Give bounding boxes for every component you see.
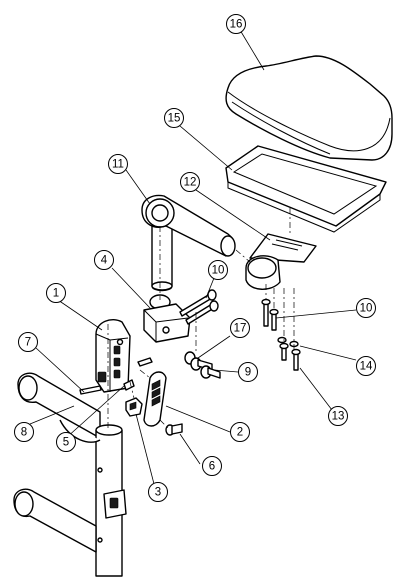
callout-number: 2 [237,427,243,439]
callout-12: 12 [180,172,200,192]
callout-5: 5 [56,432,76,452]
screw [165,423,183,436]
release-lever [143,371,167,427]
callout-15: 15 [164,108,184,128]
callout-14: 14 [356,356,376,376]
callout-number: 16 [230,19,243,31]
callout-circle [14,422,34,442]
callout-number: 9 [245,367,251,379]
callout-number: 15 [168,113,181,125]
callout-circle [202,456,222,476]
callout-circle [94,250,114,270]
callout-number: 3 [155,487,161,499]
callout-7: 7 [18,332,38,352]
bolt-pair-upper [179,289,219,325]
clamp-block [143,294,191,343]
callout-17: 17 [230,318,250,338]
callout-number: 13 [332,411,345,423]
armrest-base-plate [225,145,387,233]
bolt-pair-lower [261,298,279,331]
callout-number: 6 [209,461,215,473]
callout-11: 11 [108,154,128,174]
callout-circle [238,362,258,382]
callout-8: 8 [14,422,34,442]
nut [125,397,143,417]
height-adjust-bracket [245,233,317,290]
callout-circle [108,154,128,174]
callout-10: 10 [208,260,228,280]
callout-circle [356,356,376,376]
callout-circle [164,108,184,128]
callout-circle [230,318,250,338]
callout-number: 8 [21,427,27,439]
wheelchair-frame [13,372,127,577]
callout-1: 1 [46,283,66,303]
callout-number: 4 [101,255,108,267]
callout-number: 11 [112,159,124,171]
callout-3: 3 [148,482,168,502]
callout-4: 4 [94,250,114,270]
callout-number: 10 [212,265,225,277]
upright-tube [141,194,236,292]
callout-circle [230,422,250,442]
callout-number: 1 [53,288,59,300]
assembly-centerlines [107,208,295,430]
callout-number: 7 [25,337,31,349]
callout-13: 13 [328,406,348,426]
callout-circle [180,172,200,192]
callout-number: 14 [360,361,373,373]
callout-number: 10 [360,303,373,315]
leader-lines [29,29,357,485]
callout-9: 9 [238,362,258,382]
callout-circle [46,283,66,303]
armrest-pad [225,55,393,161]
callout-number: 5 [63,437,69,449]
receiver-housing [95,318,131,393]
washers-and-screws [277,336,301,371]
callout-number: 12 [184,177,197,189]
bolts-with-washers [184,351,221,379]
callout-circle [328,406,348,426]
callout-2: 2 [230,422,250,442]
callout-16: 16 [226,14,246,34]
callout-circle [56,432,76,452]
callout-circle [226,14,246,34]
callout-6: 6 [202,456,222,476]
callout-circle [148,482,168,502]
callout-circle [208,260,228,280]
callout-number: 17 [234,323,247,335]
callout-circle [356,298,376,318]
callout-10: 10 [356,298,376,318]
callout-circle [18,332,38,352]
